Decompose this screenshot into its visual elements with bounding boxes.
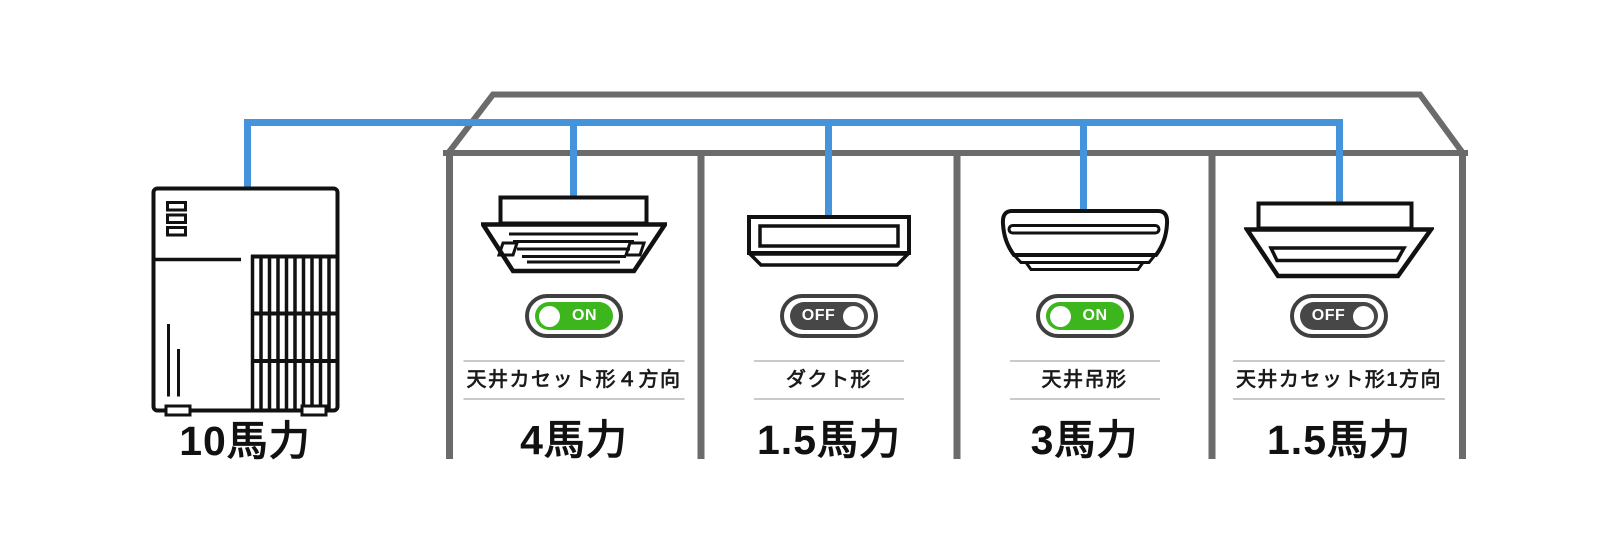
grille-bars xyxy=(250,255,331,410)
toggle-track: ON xyxy=(1045,302,1124,330)
duct-type-icon xyxy=(747,215,911,267)
ceiling-suspended-icon xyxy=(1000,209,1169,271)
vent-slat xyxy=(166,213,187,224)
label-rule-top xyxy=(1232,360,1446,362)
unit-power-label: 1.5馬力 xyxy=(1267,417,1411,463)
label-rule-top xyxy=(463,360,685,362)
unit-type-label: 天井カセット形４方向 xyxy=(463,360,685,400)
label-rule-bottom xyxy=(1232,398,1446,400)
wall-lines xyxy=(446,153,1466,459)
label-rule-top xyxy=(754,360,904,362)
power-toggle[interactable]: ON xyxy=(1035,294,1134,338)
indoor-unit-suspended: ON 天井吊形 3馬力 xyxy=(957,152,1212,472)
toggle-knob xyxy=(843,305,864,327)
unit-power-label: 4馬力 xyxy=(520,417,628,463)
vent-slat xyxy=(166,226,187,237)
ceiling-cassette-4way-icon xyxy=(481,195,667,274)
toggle-knob xyxy=(539,305,560,327)
indoor-unit-duct: OFF ダクト形 1.5馬力 xyxy=(701,152,957,472)
power-toggle[interactable]: OFF xyxy=(780,294,878,338)
pipe-lines xyxy=(244,119,1343,216)
unit-type-label: ダクト形 xyxy=(754,360,904,400)
toggle-knob xyxy=(1353,305,1374,327)
ceiling-cassette-1way-icon xyxy=(1244,201,1434,279)
toggle-state-label: ON xyxy=(572,307,597,324)
indoor-unit-cassette-4way: ON 天井カセット形４方向 4馬力 xyxy=(448,152,700,472)
power-toggle[interactable]: OFF xyxy=(1290,294,1388,338)
label-rule-bottom xyxy=(1009,398,1160,400)
toggle-track: ON xyxy=(535,302,613,330)
toggle-state-label: OFF xyxy=(1311,307,1346,324)
outdoor-unit-power-label: 10馬力 xyxy=(179,418,311,464)
toggle-track: OFF xyxy=(1300,302,1378,330)
vent-slat xyxy=(166,201,187,212)
power-toggle[interactable]: ON xyxy=(525,294,623,338)
toggle-state-label: OFF xyxy=(801,307,836,324)
toggle-knob xyxy=(1049,305,1071,327)
unit-power-label: 3馬力 xyxy=(1030,417,1139,463)
unit-foot xyxy=(300,404,328,417)
unit-type-label: 天井吊形 xyxy=(1009,360,1160,400)
toggle-track: OFF xyxy=(790,302,868,330)
unit-type-label: 天井カセット形1方向 xyxy=(1232,360,1446,400)
toggle-state-label: ON xyxy=(1082,307,1108,324)
label-rule-bottom xyxy=(463,398,685,400)
unit-foot xyxy=(164,404,192,417)
outdoor-unit-icon xyxy=(151,186,340,417)
label-rule-bottom xyxy=(754,398,904,400)
label-rule-top xyxy=(1009,360,1160,362)
unit-power-label: 1.5馬力 xyxy=(757,417,901,463)
indoor-unit-cassette-1way: OFF 天井カセット形1方向 1.5馬力 xyxy=(1212,152,1466,472)
